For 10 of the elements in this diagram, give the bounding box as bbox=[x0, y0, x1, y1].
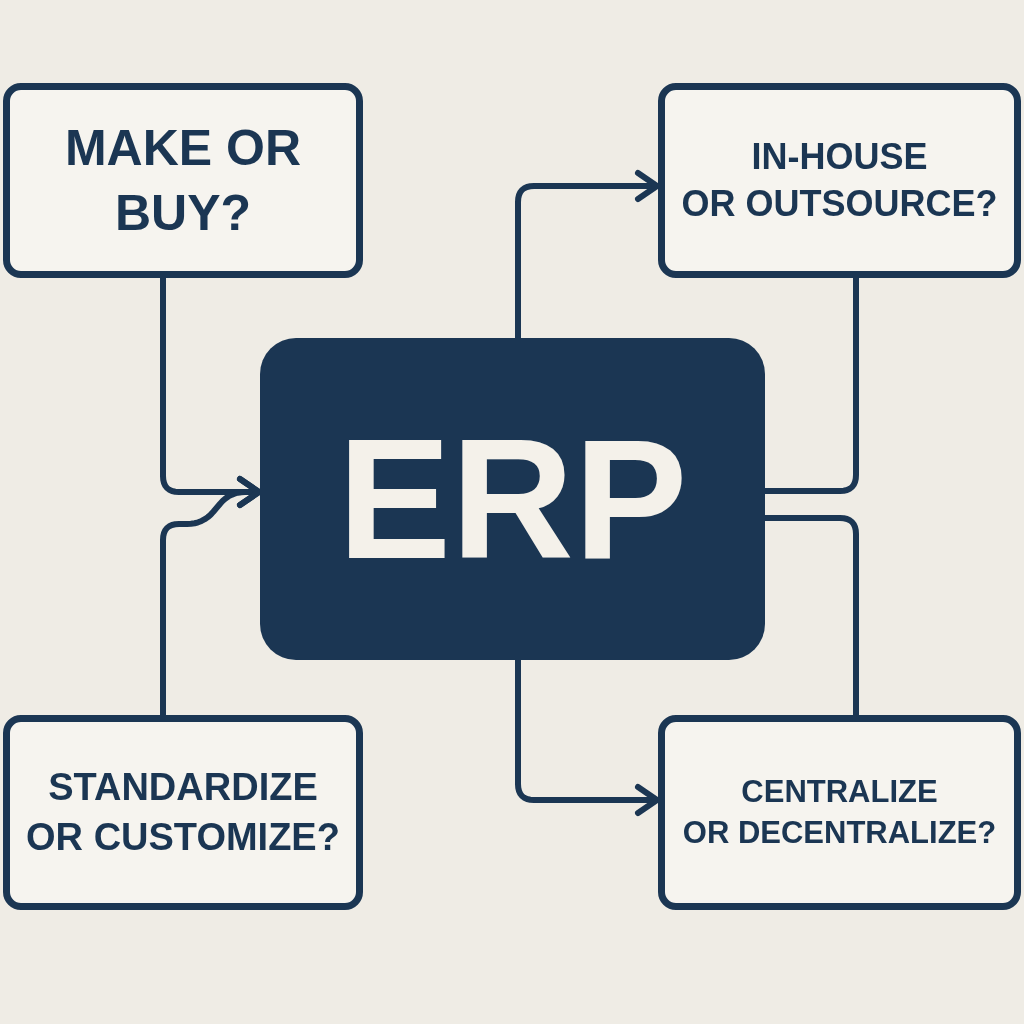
question-box bbox=[658, 715, 1021, 910]
question-text: STANDARDIZE OR CUSTOMIZE? bbox=[26, 765, 340, 860]
question-text: CENTRALIZE OR DECENTRALIZE? bbox=[682, 773, 997, 852]
question-box bbox=[3, 83, 363, 278]
question-box bbox=[3, 715, 363, 910]
central-box bbox=[260, 338, 765, 660]
question-text: MAKE OR BUY? bbox=[64, 118, 302, 243]
question-text: IN-HOUSE OR OUTSOURCE? bbox=[681, 134, 998, 226]
central-label: ERP bbox=[337, 414, 688, 584]
question-box bbox=[658, 83, 1021, 278]
